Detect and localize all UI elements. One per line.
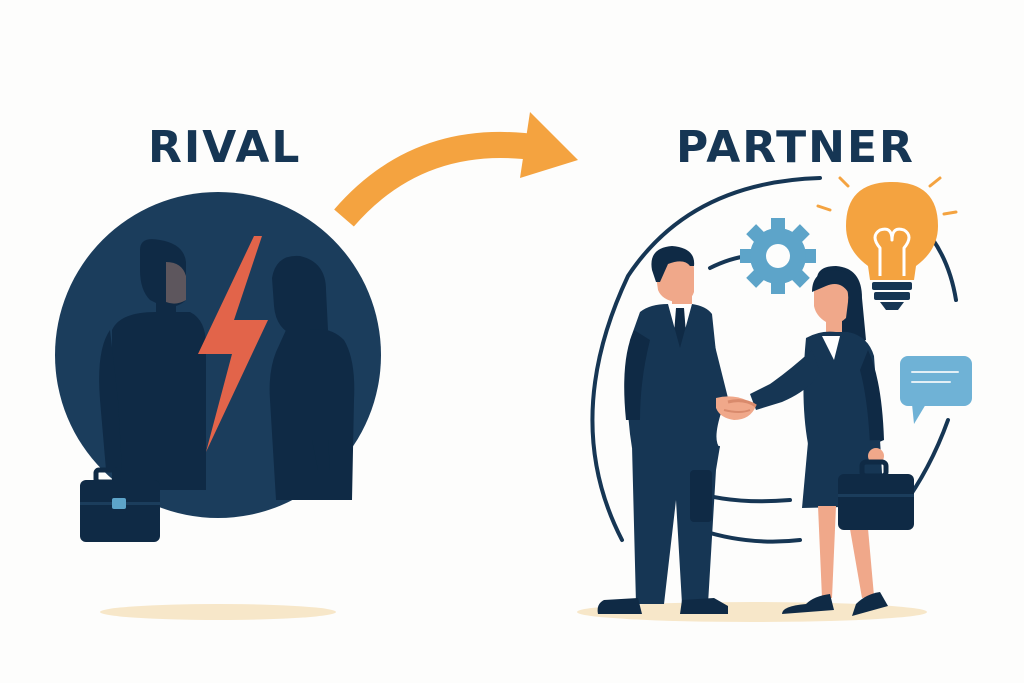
partner-scene: [577, 176, 972, 622]
rival-briefcase-icon: [80, 467, 160, 542]
partner-woman-figure: [750, 266, 888, 616]
rival-man-figure: [99, 239, 206, 490]
lightbulb-icon: [816, 176, 958, 310]
chat-bubble-icon: [900, 356, 972, 424]
partner-man-briefcase-icon: [690, 470, 712, 522]
rival-scene: [55, 192, 381, 620]
rival-label: RIVAL: [148, 122, 302, 173]
partner-ground-shadow: [577, 602, 927, 622]
partner-man-figure: [597, 246, 728, 614]
rival-ground-shadow: [100, 604, 336, 620]
curved-arrow-icon: [334, 112, 578, 227]
partner-label: PARTNER: [676, 122, 915, 173]
handshake-icon: [716, 396, 757, 420]
partner-woman-briefcase-icon: [838, 459, 914, 530]
rival-woman-figure: [269, 255, 355, 500]
lightning-bolt-icon: [198, 236, 268, 452]
rival-man-head-highlight: [166, 262, 186, 304]
gear-icon: [740, 218, 816, 294]
